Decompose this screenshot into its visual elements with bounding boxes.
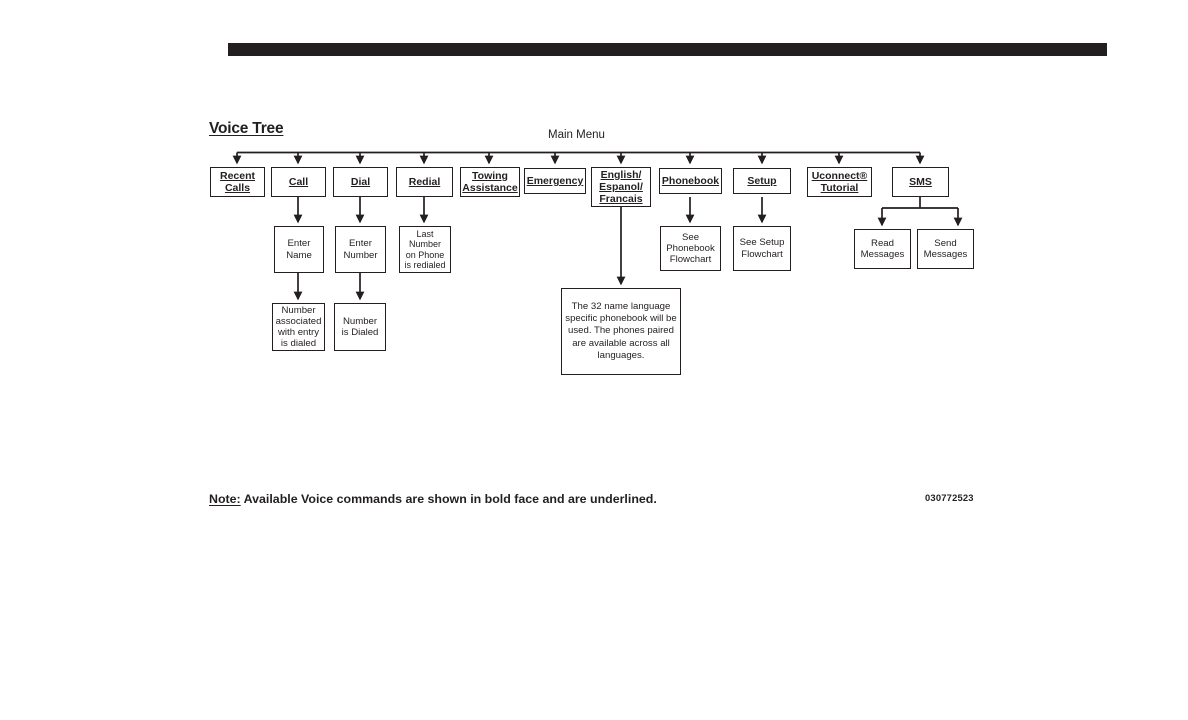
node-line: are available across all xyxy=(572,337,670,349)
node-line: Redial xyxy=(408,175,441,188)
node-line: associated xyxy=(275,315,322,327)
node-line: with entry xyxy=(277,327,320,338)
node-line: Number xyxy=(343,249,378,261)
node-number-is-dialed[interactable]: Number is Dialed xyxy=(334,303,386,351)
node-line: specific phonebook will be xyxy=(565,313,677,325)
node-line: Number xyxy=(342,315,378,327)
node-language-note: The 32 name language specific phonebook … xyxy=(561,288,681,375)
node-line: Calls xyxy=(224,182,251,194)
node-uconnect-tutorial[interactable]: Uconnect® Tutorial xyxy=(807,167,872,197)
node-line: is redialed xyxy=(404,259,446,270)
node-emergency[interactable]: Emergency xyxy=(524,168,586,194)
node-line: See xyxy=(681,231,700,243)
node-line: Messages xyxy=(923,249,968,260)
node-line: Towing xyxy=(472,169,508,182)
node-line: Number xyxy=(281,304,316,316)
node-line: English/ xyxy=(600,168,642,181)
node-line: Phonebook xyxy=(666,242,715,254)
node-see-setup-flowchart[interactable]: See Setup Flowchart xyxy=(733,226,791,271)
node-towing-assistance[interactable]: Towing Assistance xyxy=(460,167,520,197)
top-black-rule xyxy=(228,43,1107,56)
node-line: on Phone xyxy=(405,249,445,260)
node-line: Read xyxy=(871,237,894,249)
node-line: Call xyxy=(288,175,309,188)
node-line: Assistance xyxy=(462,182,518,194)
node-redial[interactable]: Redial xyxy=(396,167,453,197)
node-line: Last xyxy=(416,228,434,239)
node-enter-name[interactable]: Enter Name xyxy=(274,226,324,273)
footer-note-label: Note: xyxy=(209,492,241,506)
node-line: Recent xyxy=(219,169,255,182)
node-dial[interactable]: Dial xyxy=(333,167,388,197)
node-line: The 32 name language xyxy=(571,300,671,312)
node-line: Phonebook xyxy=(661,174,720,187)
node-line: Enter xyxy=(287,238,311,250)
node-language[interactable]: English/ Espanol/ Francais xyxy=(591,167,651,207)
node-line: Emergency xyxy=(526,174,584,187)
node-setup[interactable]: Setup xyxy=(733,168,791,194)
node-call[interactable]: Call xyxy=(271,167,326,197)
node-line: Dial xyxy=(350,175,371,188)
node-read-messages[interactable]: Read Messages xyxy=(854,229,911,269)
footer-note-text: Available Voice commands are shown in bo… xyxy=(240,492,657,506)
node-line: Tutorial xyxy=(820,182,859,194)
node-line: languages. xyxy=(597,349,645,361)
node-line: Francais xyxy=(599,193,643,206)
node-line: Flowchart xyxy=(741,248,783,260)
node-last-number-redialed[interactable]: Last Number on Phone is redialed xyxy=(399,226,451,273)
node-send-messages[interactable]: Send Messages xyxy=(917,229,974,269)
node-line: Uconnect® xyxy=(811,169,868,182)
page-title: Voice Tree xyxy=(209,120,284,137)
node-recent-calls[interactable]: Recent Calls xyxy=(210,167,265,197)
node-line: Number xyxy=(408,239,441,250)
node-enter-number[interactable]: Enter Number xyxy=(335,226,386,273)
node-line: Send xyxy=(934,237,957,249)
node-line: Setup xyxy=(747,174,777,187)
node-line: Espanol/ xyxy=(599,180,643,193)
node-line: Messages xyxy=(860,249,905,260)
node-see-phonebook-flowchart[interactable]: See Phonebook Flowchart xyxy=(660,226,721,271)
node-line: Flowchart xyxy=(669,254,712,266)
node-line: used. The phones paired xyxy=(568,325,674,337)
node-number-associated-dialed[interactable]: Number associated with entry is dialed xyxy=(272,303,325,351)
node-line: is Dialed xyxy=(341,327,379,338)
node-line: SMS xyxy=(909,175,932,188)
node-line: Name xyxy=(286,249,312,261)
node-line: See Setup xyxy=(739,237,785,249)
node-line: is dialed xyxy=(280,338,317,350)
node-sms[interactable]: SMS xyxy=(892,167,949,197)
node-line: Enter xyxy=(349,238,372,250)
root-node-label: Main Menu xyxy=(548,129,605,141)
footer-note: Note: Available Voice commands are shown… xyxy=(209,492,657,506)
node-phonebook[interactable]: Phonebook xyxy=(659,168,722,194)
figure-id: 030772523 xyxy=(925,492,974,503)
